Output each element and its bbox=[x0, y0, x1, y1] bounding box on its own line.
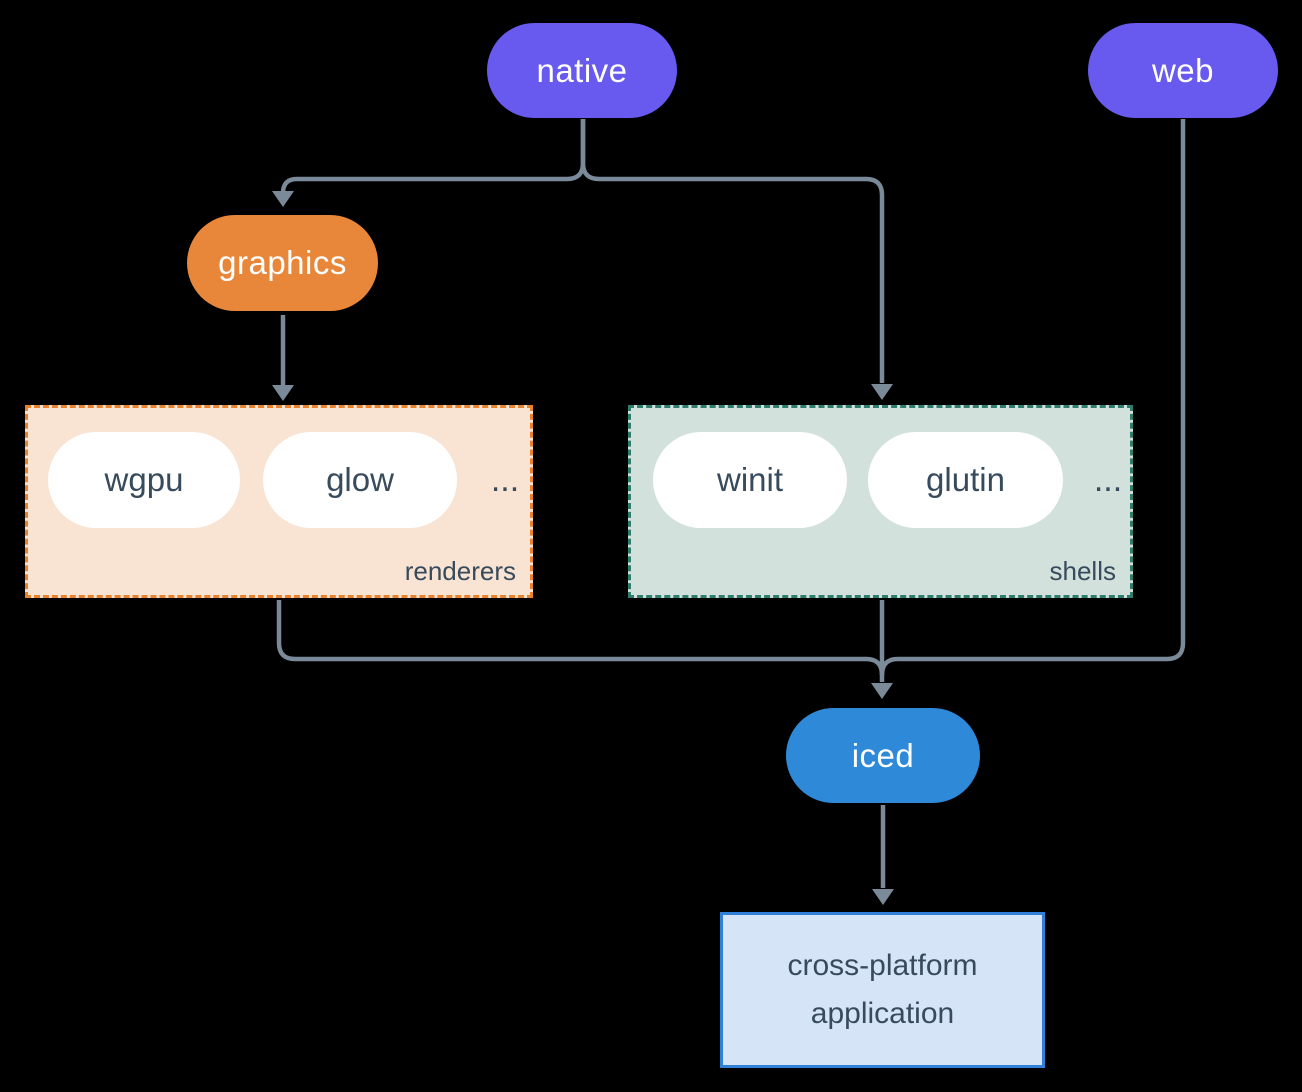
shells-ellipsis: ... bbox=[1093, 460, 1123, 499]
node-wgpu: wgpu bbox=[48, 432, 240, 528]
node-web: web bbox=[1088, 23, 1278, 118]
edge-renderers-to-iced bbox=[276, 600, 885, 676]
edge-native-to-shells bbox=[580, 119, 885, 383]
application-label-line2: application bbox=[810, 997, 955, 1030]
shells-group-label: shells bbox=[1049, 556, 1116, 586]
node-winit-label: winit bbox=[716, 461, 784, 498]
node-glow: glow bbox=[263, 432, 457, 528]
arrowhead-iced bbox=[871, 683, 893, 699]
renderers-ellipsis: ... bbox=[490, 460, 520, 499]
arrowhead-graphics bbox=[272, 191, 294, 207]
renderers-group: wgpu glow ... renderers bbox=[25, 405, 533, 598]
node-graphics: graphics bbox=[187, 215, 378, 311]
arrowhead-shells bbox=[871, 384, 893, 400]
node-native-label: native bbox=[536, 51, 628, 89]
node-iced-label: iced bbox=[851, 736, 915, 774]
arrowhead-renderers bbox=[272, 385, 294, 401]
arrowhead-application bbox=[872, 889, 894, 905]
node-native: native bbox=[487, 23, 677, 118]
shells-group: winit glutin ... shells bbox=[628, 405, 1133, 598]
renderers-group-label: renderers bbox=[404, 556, 516, 586]
node-wgpu-label: wgpu bbox=[104, 461, 184, 498]
node-winit: winit bbox=[653, 432, 847, 528]
node-glutin: glutin bbox=[868, 432, 1063, 528]
node-web-label: web bbox=[1151, 51, 1215, 89]
node-cross-platform-application: cross-platform application bbox=[720, 912, 1045, 1068]
node-iced: iced bbox=[786, 708, 980, 803]
node-graphics-label: graphics bbox=[218, 244, 347, 281]
node-glutin-label: glutin bbox=[926, 461, 1005, 498]
node-glow-label: glow bbox=[326, 461, 394, 498]
edge-native-to-graphics bbox=[280, 119, 586, 194]
application-label-line1: cross-platform bbox=[787, 949, 978, 982]
